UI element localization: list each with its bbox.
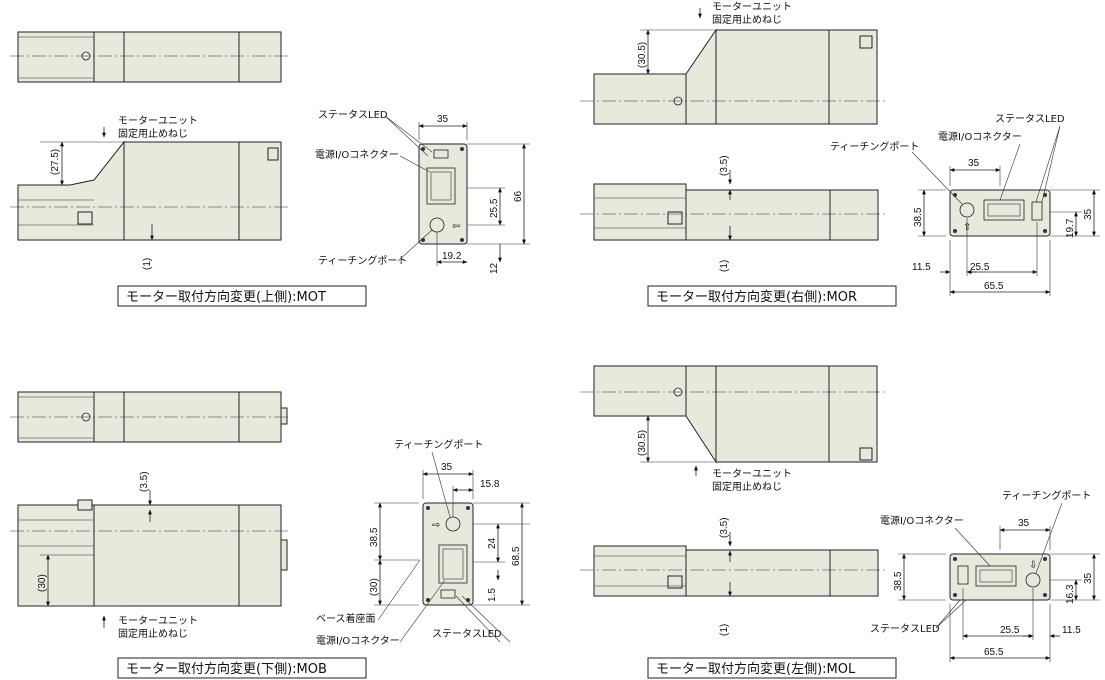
mob-top-view — [10, 391, 290, 443]
mol-dim-30-5: (30.5) — [637, 430, 648, 456]
mor-dim-30-5: (30.5) — [637, 42, 648, 68]
mot-dim-1: (1) — [142, 258, 153, 270]
mot-top-view — [10, 31, 290, 83]
mob-diagram: (3.5) (30) モーターユニット 固定用止めねじ ⇨ 35 — [10, 391, 530, 679]
mob-status-led-icon — [440, 589, 456, 599]
mot-side-view: (27.5) (1) モーターユニット 固定用止めねじ — [10, 115, 290, 270]
mol-top-view: (30.5) モーターユニット 固定用止めねじ — [580, 365, 885, 493]
mot-label-status-led: ステータスLED — [318, 109, 388, 121]
mol-dim-11-5: 11.5 — [1062, 625, 1081, 636]
mor-diagram: (30.5) モーターユニット 固定用止めねじ (3.5) (1) — [580, 1, 1100, 307]
mor-status-led-icon — [1031, 201, 1043, 221]
mob-dim-68-5: 68.5 — [511, 546, 522, 566]
mor-connector-icon — [983, 199, 1025, 221]
mob-dim-38-5: 38.5 — [369, 527, 380, 547]
mol-screw-label-1: モーターユニット — [712, 468, 792, 480]
mor-dim-65-5: 65.5 — [984, 281, 1004, 292]
mol-screw-label-2: 固定用止めねじ — [712, 480, 782, 493]
mot-diagram: (27.5) (1) モーターユニット 固定用止めねじ ⇦ 35 — [10, 31, 530, 307]
svg-text:⇦: ⇦ — [452, 221, 460, 232]
mol-dim-38-5: 38.5 — [893, 571, 904, 591]
mob-dim-30: (30) — [37, 574, 48, 592]
mob-caption-box — [117, 657, 367, 679]
mol-end-view: ⇩ 35 38.5 16.3 35 25.5 — [870, 489, 1100, 662]
mob-side-view: (3.5) (30) モーターユニット 固定用止めねじ — [10, 471, 290, 640]
mor-side-view: (3.5) (1) — [580, 155, 885, 272]
mot-status-led-icon — [433, 149, 449, 159]
mob-screw-label-1: モーターユニット — [118, 615, 198, 627]
mol-dim-25-5: 25.5 — [1000, 625, 1020, 636]
mol-label-status-led: ステータスLED — [870, 623, 940, 635]
grease-nipple-icon — [77, 211, 93, 225]
mot-dim-66: 66 — [513, 190, 524, 202]
mot-dim-19-2: 19.2 — [442, 251, 462, 262]
mob-caption: モーター取付方向変更(下側):MOB — [126, 661, 327, 677]
mol-dim-35: 35 — [1018, 518, 1030, 529]
mor-end-view: ⇧ 35 38.5 19.7 35 — [830, 113, 1100, 296]
mot-caption-box — [117, 285, 367, 307]
mot-connector-icon — [426, 167, 456, 205]
mol-dim-65-5: 65.5 — [984, 647, 1004, 658]
mor-label-status-led: ステータスLED — [995, 113, 1065, 125]
mob-label-teaching: ティーチングポート — [394, 438, 483, 451]
mor-dim-38-5: 38.5 — [913, 207, 924, 227]
mor-caption: モーター取付方向変更(右側):MOR — [656, 289, 857, 305]
svg-text:⇨: ⇨ — [432, 520, 440, 531]
mor-dim-35: 35 — [968, 158, 980, 169]
mor-dim-11-5: 11.5 — [912, 262, 931, 273]
mob-dim-1-5: 1.5 — [487, 588, 498, 602]
mob-screw-label-2: 固定用止めねじ — [118, 627, 188, 640]
svg-text:⇩: ⇩ — [1029, 560, 1037, 571]
mot-dim-25-5: 25.5 — [489, 198, 500, 218]
mob-dim-30b: (30) — [369, 578, 380, 596]
mob-label-status-led: ステータスLED — [432, 628, 502, 640]
mor-dim-3-5: (3.5) — [719, 155, 730, 176]
mor-dim-25-5: 25.5 — [970, 262, 990, 273]
mor-screw-label-1: モーターユニット — [712, 1, 792, 13]
mor-top-view: (30.5) モーターユニット 固定用止めねじ — [580, 1, 885, 125]
mol-diagram: (30.5) モーターユニット 固定用止めねじ (3.5) (1) — [580, 365, 1100, 679]
mol-label-teaching: ティーチングポート — [1002, 489, 1091, 502]
mol-side-view: (3.5) (1) — [580, 517, 885, 636]
mob-dim-24: 24 — [487, 537, 498, 549]
mot-screw-label-2: 固定用止めねじ — [118, 127, 188, 140]
mot-label-power-io: 電源I/Oコネクター — [315, 148, 399, 161]
mor-label-power-io: 電源I/Oコネクター — [938, 130, 1022, 143]
mob-end-view: ⇨ 35 15.8 38.5 (30) — [316, 438, 530, 647]
mol-dim-1: (1) — [719, 624, 730, 636]
mol-label-power-io: 電源I/Oコネクター — [880, 514, 964, 527]
mot-dim-12: 12 — [489, 262, 500, 274]
mot-end-view: ⇦ 35 66 25.5 19.2 12 ステータスLED — [315, 109, 530, 274]
mob-label-base-mount: ベース着座面 — [316, 612, 376, 625]
mot-dim-35: 35 — [437, 114, 449, 125]
mot-screw-label-1: モーターユニット — [118, 115, 198, 127]
mol-caption-box — [647, 657, 897, 679]
mor-caption-box — [647, 285, 897, 307]
mor-label-teaching: ティーチングポート — [830, 140, 919, 153]
mol-caption: モーター取付方向変更(左側):MOL — [656, 661, 856, 677]
mot-caption: モーター取付方向変更(上側):MOT — [126, 289, 326, 305]
mol-teaching-port-icon — [1025, 572, 1041, 588]
mor-dim-19-7: 19.7 — [1065, 218, 1076, 238]
mot-dim-27-5: (27.5) — [50, 149, 61, 175]
mob-dim-35: 35 — [441, 462, 453, 473]
mob-label-power-io: 電源I/Oコネクター — [316, 634, 400, 647]
mor-screw-label-2: 固定用止めねじ — [712, 13, 782, 26]
mot-label-teaching: ティーチングポート — [318, 254, 407, 267]
mol-connector-icon — [975, 565, 1017, 587]
mol-dim-16-3: 16.3 — [1065, 584, 1076, 604]
mol-dim-35v: 35 — [1083, 572, 1094, 584]
mor-dim-35v: 35 — [1083, 208, 1094, 220]
mor-dim-1: (1) — [719, 260, 730, 272]
mol-status-led-icon — [957, 565, 969, 585]
mob-dim-3-5: (3.5) — [139, 471, 150, 492]
mor-teaching-port-icon — [959, 202, 975, 218]
mob-dim-15-8: 15.8 — [480, 479, 500, 490]
mob-connector-icon — [438, 544, 468, 584]
mol-dim-3-5: (3.5) — [719, 517, 730, 538]
